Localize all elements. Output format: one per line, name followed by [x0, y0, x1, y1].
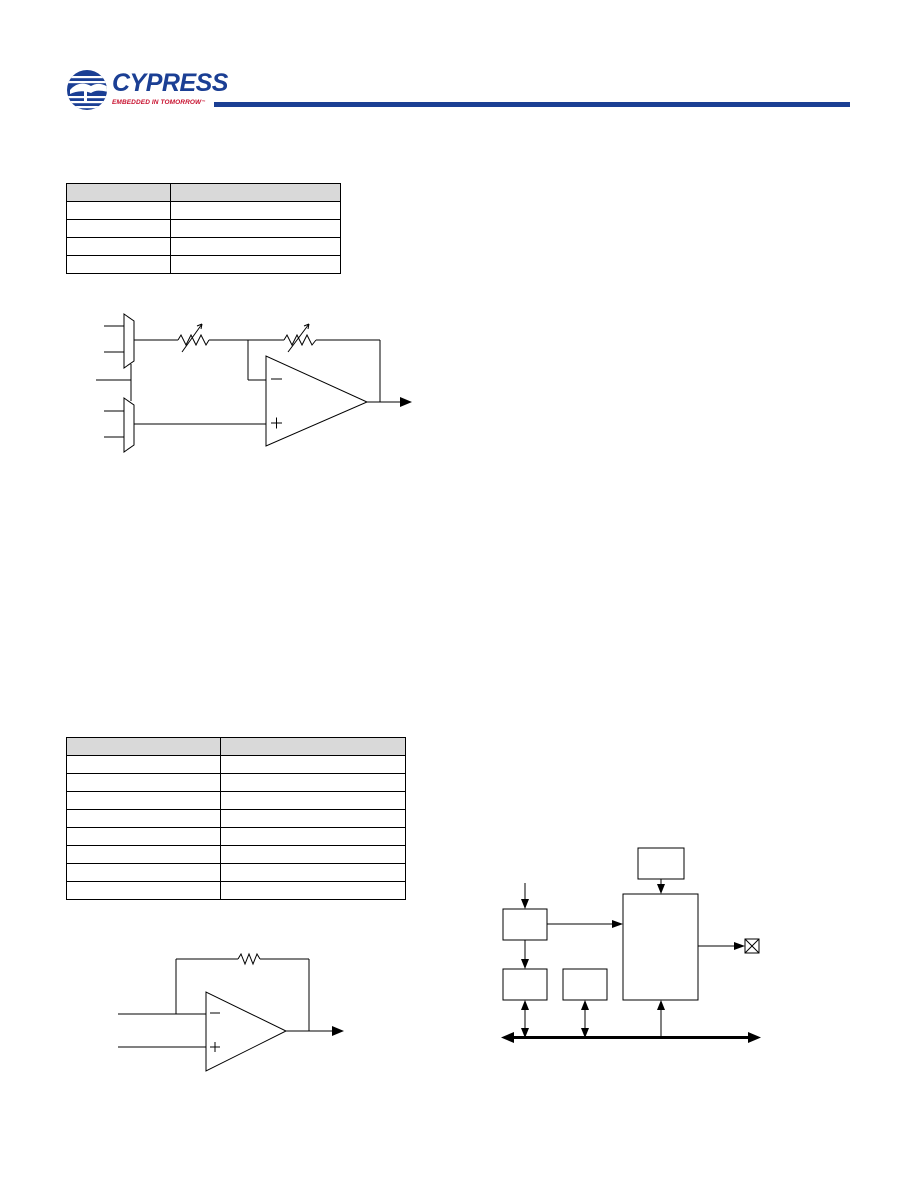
table-cell — [219, 791, 407, 810]
bus-arrowhead-right — [748, 1032, 761, 1043]
table-cell — [169, 201, 342, 220]
table-cell — [169, 237, 342, 256]
table-cell — [66, 809, 221, 828]
table-row — [66, 755, 407, 774]
output-arrowhead — [400, 397, 412, 407]
bus-arrowhead-left — [501, 1032, 514, 1043]
arrowhead-left-up — [521, 1000, 529, 1010]
block-middle-lower — [562, 968, 608, 1001]
table-cell — [219, 773, 407, 792]
table-cell — [66, 863, 221, 882]
table-1-header-cell — [169, 183, 342, 202]
table-row — [66, 255, 342, 274]
cypress-logo: CYPRESS EMBEDDED IN TOMORROW™ — [64, 66, 228, 114]
resistor-arrow-2 — [287, 323, 310, 353]
arrowhead-top-to-main — [657, 884, 665, 894]
brand-name: CYPRESS — [112, 69, 228, 97]
table-row — [66, 791, 407, 810]
header-rule — [214, 102, 850, 107]
table-cell — [219, 881, 407, 900]
block-left-lower — [502, 968, 548, 1001]
arrowhead-left-down — [521, 1028, 529, 1038]
table-2-header-row — [66, 737, 407, 756]
resistor-arrow-1 — [181, 323, 203, 353]
table-cell — [66, 219, 171, 238]
table-cell — [219, 827, 407, 846]
table-row — [66, 809, 407, 828]
input-variable-resistor — [177, 333, 210, 347]
table-row — [66, 773, 407, 792]
pga-schematic-svg — [96, 313, 412, 453]
brand-tagline: EMBEDDED IN TOMORROW™ — [112, 99, 205, 106]
table-row — [66, 219, 342, 238]
block-main — [622, 893, 699, 1001]
table-cell — [66, 791, 221, 810]
table-cell — [219, 755, 407, 774]
input-mux-top — [123, 313, 135, 369]
table-row — [66, 201, 342, 220]
table-row — [66, 863, 407, 882]
table-cell — [169, 255, 342, 274]
pga-schematic — [88, 300, 428, 460]
table-cell — [219, 809, 407, 828]
table-row — [66, 881, 407, 900]
arrowhead-middle-up — [581, 1000, 589, 1010]
table-2-header-cell — [66, 737, 221, 756]
table-cell — [66, 827, 221, 846]
table-row — [66, 237, 342, 256]
arrowhead-middle-down — [581, 1028, 589, 1038]
opamp-schematic-svg — [118, 952, 344, 1072]
output-pin-cross-2 — [744, 938, 760, 954]
table-cell — [66, 201, 171, 220]
table-cell — [66, 237, 171, 256]
table-1 — [66, 183, 342, 274]
system-bus — [512, 1036, 750, 1039]
feedback-resistor — [237, 952, 261, 966]
table-cell — [66, 773, 221, 792]
table-2-header-cell — [219, 737, 407, 756]
cypress-globe-icon — [67, 70, 107, 110]
table-cell — [66, 755, 221, 774]
opamp-triangle — [265, 355, 369, 447]
table-1-header-row — [66, 183, 342, 202]
arrowhead-to-main — [612, 920, 623, 928]
table-cell — [66, 255, 171, 274]
table-cell — [66, 881, 221, 900]
block-diagram-svg — [501, 847, 761, 1043]
opamp-schematic — [110, 945, 360, 1075]
table-cell — [219, 845, 407, 864]
table-2 — [66, 737, 407, 900]
table-row — [66, 845, 407, 864]
table-cell — [66, 845, 221, 864]
output-arrowhead — [332, 1026, 344, 1036]
feedback-variable-resistor — [283, 333, 317, 347]
resistor-arrowhead-2 — [303, 323, 310, 330]
trademark-symbol: ™ — [201, 99, 206, 104]
table-1-header-cell — [66, 183, 171, 202]
opamp-triangle — [205, 991, 288, 1072]
block-diagram — [495, 842, 770, 1052]
table-row — [66, 827, 407, 846]
input-mux-bottom — [123, 397, 135, 453]
block-top — [637, 847, 685, 880]
arrowhead-upper-to-lower — [521, 959, 529, 969]
arrowhead-to-output — [734, 942, 745, 950]
table-cell — [169, 219, 342, 238]
arrowhead-main-up — [657, 1000, 665, 1010]
block-left-upper — [502, 908, 548, 941]
resistor-arrowhead-1 — [196, 323, 203, 330]
brand-tagline-text: EMBEDDED IN TOMORROW — [112, 99, 202, 106]
table-cell — [219, 863, 407, 882]
arrowhead-input — [521, 899, 529, 909]
